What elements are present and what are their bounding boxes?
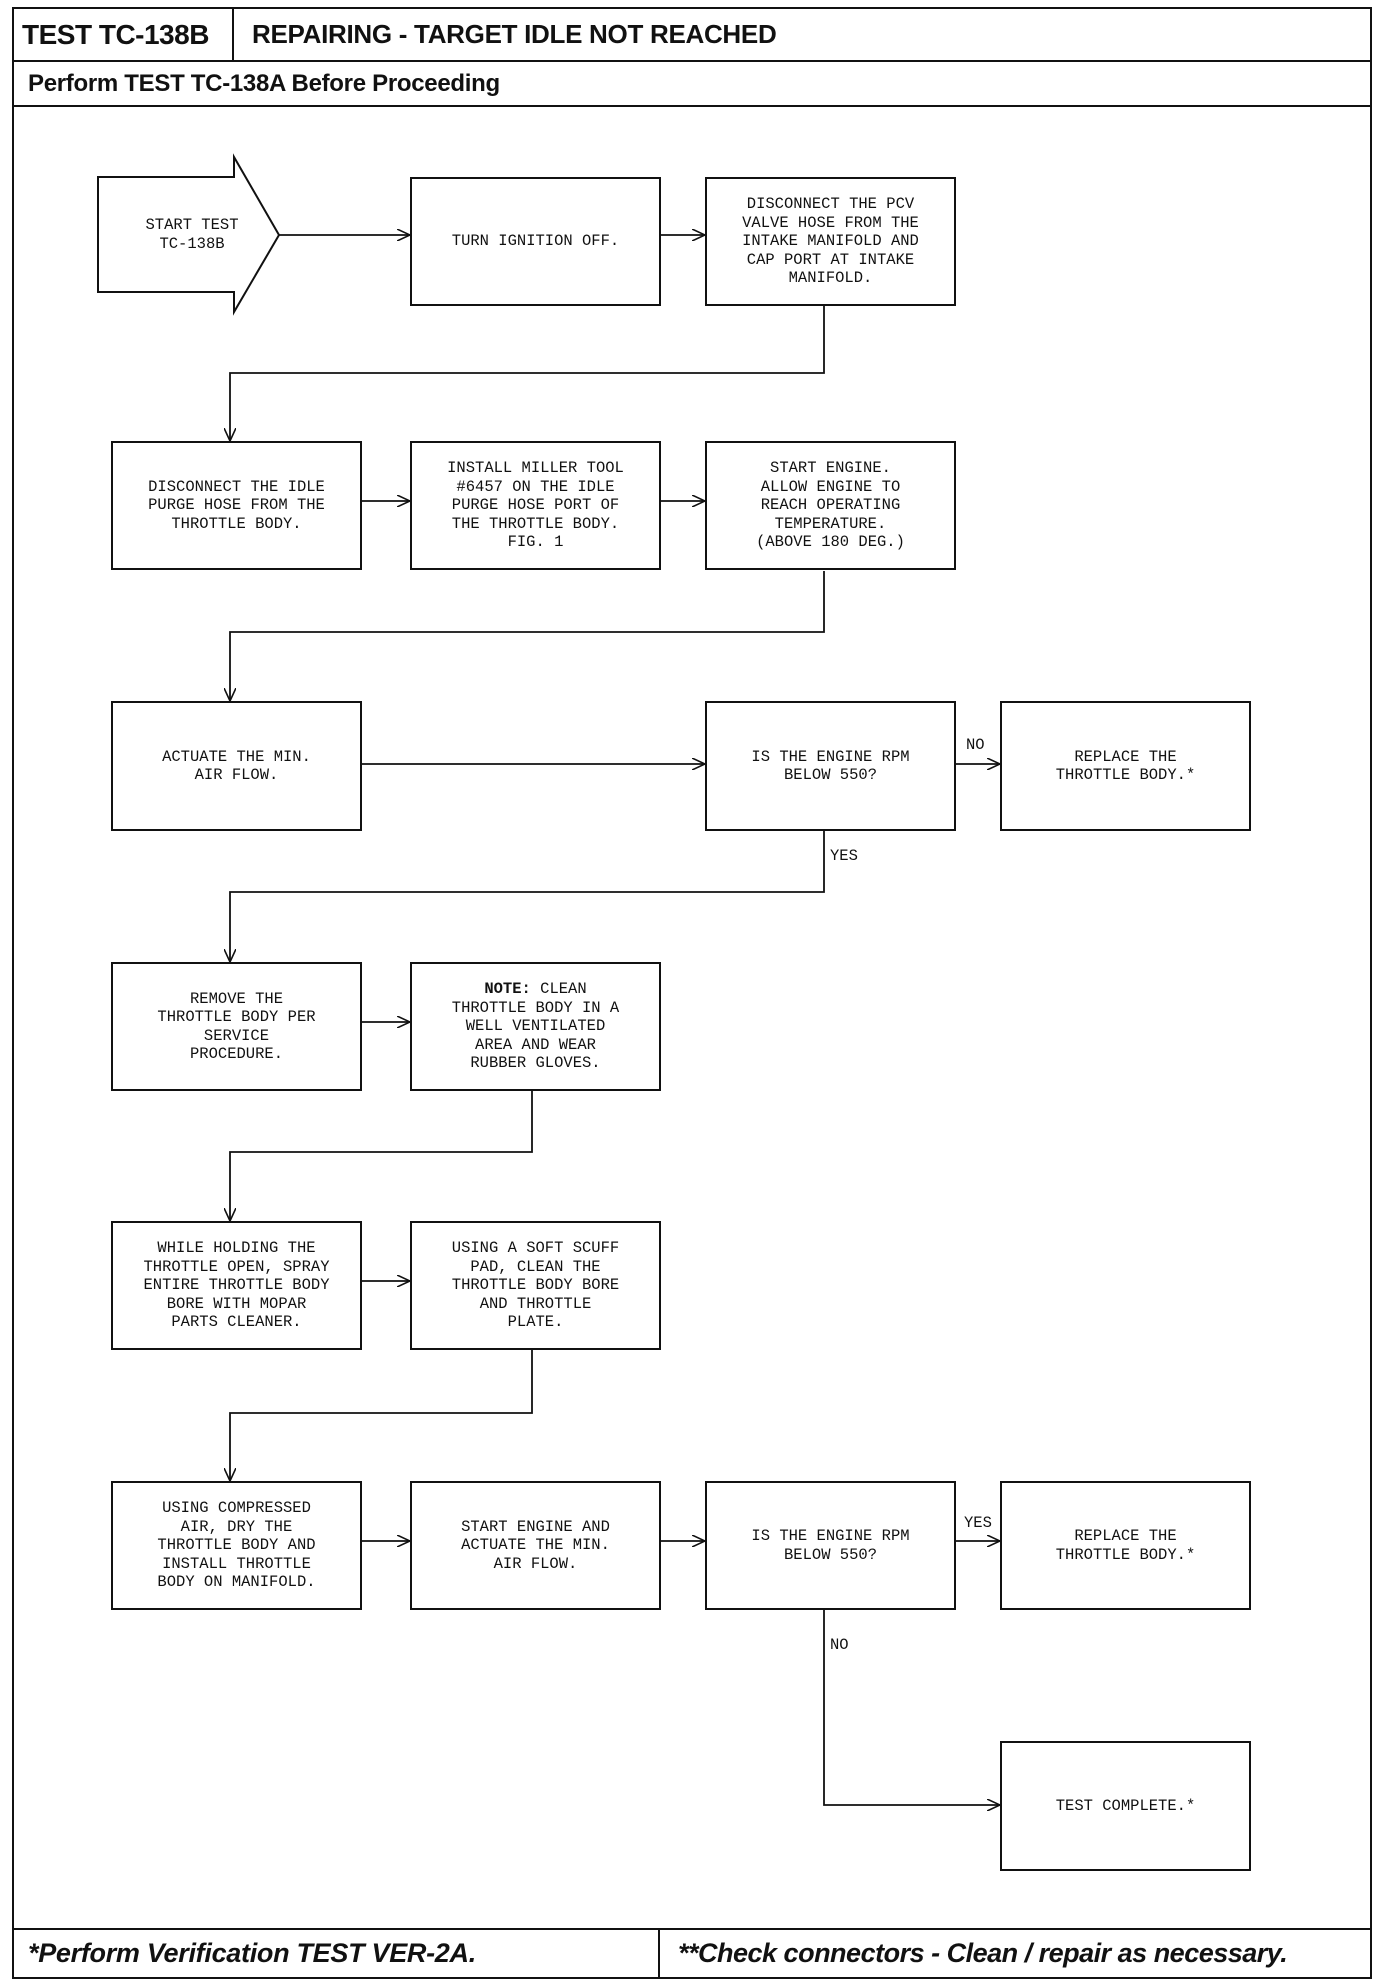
step-text: WHILE HOLDING THE THROTTLE OPEN, SPRAY E… — [143, 1239, 330, 1332]
step-text: USING COMPRESSED AIR, DRY THE THROTTLE B… — [157, 1499, 316, 1592]
start-arrow-shape — [97, 153, 281, 316]
flowchart-page: TEST TC-138B REPAIRING - TARGET IDLE NOT… — [12, 7, 1372, 1979]
edge-label-q1-yes: YES — [830, 847, 858, 865]
step-text: NOTE: CLEAN THROTTLE BODY IN A WELL VENT… — [448, 980, 623, 1073]
step-turn-ignition-off: TURN IGNITION OFF. — [410, 177, 661, 306]
footer-connectors-note: **Check connectors - Clean / repair as n… — [678, 1938, 1288, 1968]
step-text: START ENGINE. ALLOW ENGINE TO REACH OPER… — [756, 459, 905, 552]
footer: *Perform Verification TEST VER-2A. **Che… — [14, 1928, 1370, 1977]
connector-pcv-to-idle-purge — [230, 306, 825, 441]
step-text: TEST COMPLETE.* — [1055, 1796, 1196, 1815]
step-disconnect-idle-purge: DISCONNECT THE IDLE PURGE HOSE FROM THE … — [111, 441, 362, 570]
step-text: INSTALL MILLER TOOL #6457 ON THE IDLE PU… — [447, 459, 624, 552]
step-install-miller-tool: INSTALL MILLER TOOL #6457 ON THE IDLE PU… — [410, 441, 661, 570]
test-title: REPAIRING - TARGET IDLE NOT REACHED — [252, 19, 777, 49]
edge-label-q2-yes: YES — [964, 1514, 992, 1532]
test-id: TEST TC-138B — [14, 9, 234, 60]
step-text: ACTUATE THE MIN. AIR FLOW. — [162, 747, 311, 785]
step-text: DISCONNECT THE PCV VALVE HOSE FROM THE I… — [742, 195, 919, 288]
step-spray-bore: WHILE HOLDING THE THROTTLE OPEN, SPRAY E… — [111, 1221, 362, 1350]
edge-label-q1-no: NO — [966, 736, 985, 754]
step-text: TURN IGNITION OFF. — [451, 232, 620, 251]
step-scuff-pad: USING A SOFT SCUFF PAD, CLEAN THE THROTT… — [410, 1221, 661, 1350]
decision-text: IS THE ENGINE RPM BELOW 550? — [751, 747, 910, 785]
connector-question-2-no — [823, 1610, 1000, 1805]
connector-scuff-to-dry — [230, 1350, 533, 1481]
connector-question-1-yes — [230, 831, 825, 962]
decision-rpm-1: IS THE ENGINE RPM BELOW 550? — [705, 701, 956, 831]
edge-label-q2-no: NO — [830, 1636, 849, 1654]
step-start-actuate: START ENGINE AND ACTUATE THE MIN. AIR FL… — [410, 1481, 661, 1610]
prerequisite-row: Perform TEST TC-138A Before Proceeding — [14, 62, 1370, 107]
prerequisite-text: Perform TEST TC-138A Before Proceeding — [28, 70, 500, 97]
step-text: REPLACE THE THROTTLE BODY.* — [1055, 747, 1196, 785]
step-text: START ENGINE AND ACTUATE THE MIN. AIR FL… — [461, 1517, 610, 1573]
decision-text: IS THE ENGINE RPM BELOW 550? — [751, 1527, 910, 1564]
note-text: CLEAN THROTTLE BODY IN A WELL VENTILATED… — [451, 980, 620, 1073]
step-dry-install: USING COMPRESSED AIR, DRY THE THROTTLE B… — [111, 1481, 362, 1610]
step-text: REPLACE THE THROTTLE BODY.* — [1055, 1527, 1196, 1564]
flow-connectors — [97, 153, 1374, 1981]
connector-start-engine-to-actuate — [230, 571, 825, 701]
step-text: REMOVE THE THROTTLE BODY PER SERVICE PRO… — [157, 989, 316, 1064]
note-label: NOTE: — [484, 980, 531, 999]
step-note-clean: NOTE: CLEAN THROTTLE BODY IN A WELL VENT… — [410, 962, 661, 1091]
title-row: TEST TC-138B REPAIRING - TARGET IDLE NOT… — [14, 9, 1370, 62]
step-replace-throttle-body-2: REPLACE THE THROTTLE BODY.* — [1000, 1481, 1251, 1610]
step-text: USING A SOFT SCUFF PAD, CLEAN THE THROTT… — [451, 1239, 620, 1332]
step-remove-throttle-body: REMOVE THE THROTTLE BODY PER SERVICE PRO… — [111, 962, 362, 1091]
step-replace-throttle-body-1: REPLACE THE THROTTLE BODY.* — [1000, 701, 1251, 831]
step-disconnect-pcv: DISCONNECT THE PCV VALVE HOSE FROM THE I… — [705, 177, 956, 306]
step-test-complete: TEST COMPLETE.* — [1000, 1741, 1251, 1871]
step-actuate-min-air-flow: ACTUATE THE MIN. AIR FLOW. — [111, 701, 362, 831]
decision-rpm-2: IS THE ENGINE RPM BELOW 550? — [705, 1481, 956, 1610]
footer-verification-note: *Perform Verification TEST VER-2A. — [14, 1930, 660, 1977]
connector-note-to-spray — [230, 1091, 533, 1221]
step-start-engine-warm: START ENGINE. ALLOW ENGINE TO REACH OPER… — [705, 441, 956, 570]
start-label: START TEST TC-138B — [145, 216, 239, 253]
step-text: DISCONNECT THE IDLE PURGE HOSE FROM THE … — [148, 477, 325, 533]
